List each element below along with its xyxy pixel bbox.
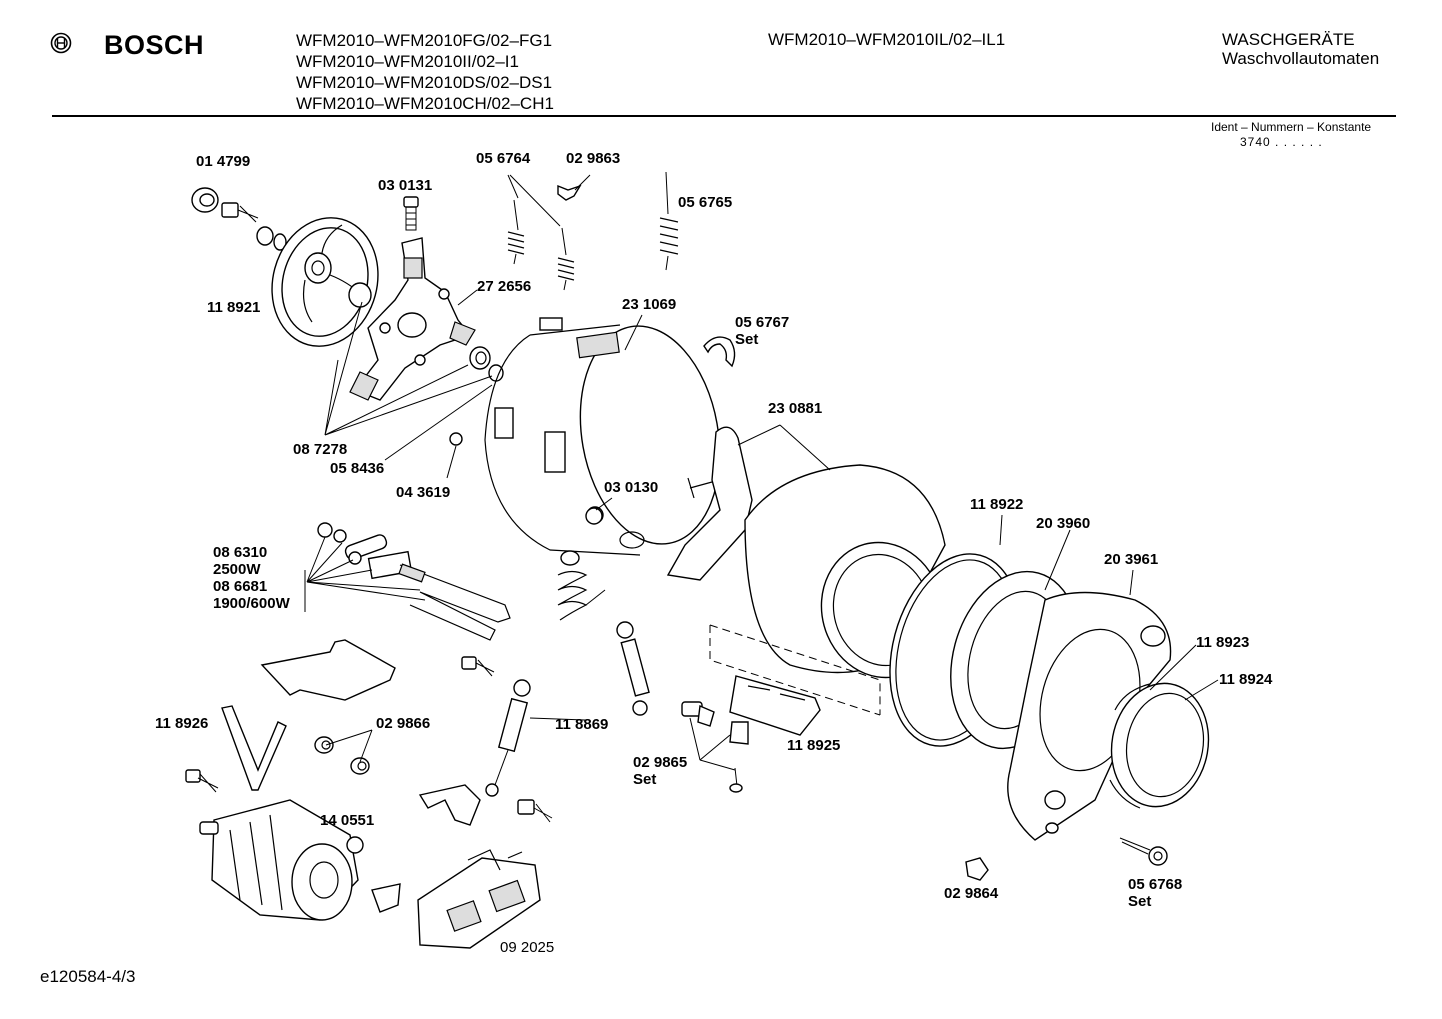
- large-spring-part: [659, 171, 679, 271]
- part-label-118923: 11 8923: [1196, 634, 1249, 651]
- part-label-029864: 02 9864: [944, 885, 999, 902]
- bearing-bracket-part: [349, 237, 476, 401]
- motor-angle-bracket-part: [418, 784, 481, 826]
- part-label-118869: 11 8869: [555, 716, 608, 733]
- pulley-screw-part: [221, 202, 287, 251]
- clamp-part: [703, 336, 736, 368]
- model-line: WFM2010–WFM2010II/02–I1: [296, 52, 519, 71]
- part-label-056765: 05 6765: [678, 194, 732, 211]
- part-label-231069: 23 1069: [622, 296, 676, 313]
- part-label-030130: 03 0130: [604, 479, 658, 496]
- part-label-030131: 03 0131: [378, 177, 432, 194]
- bracket-screw-part: [461, 656, 495, 677]
- category-title: WASCHGERÄTE: [1222, 30, 1355, 49]
- ident-label: Ident – Nummern – Konstante: [1211, 120, 1372, 134]
- part-label-056767: 05 6767: [735, 314, 789, 331]
- motor-part: [199, 799, 364, 921]
- part-label-118921: 11 8921: [207, 299, 260, 316]
- nut-part: [449, 432, 463, 446]
- part-label-118924: 11 8924: [1219, 671, 1273, 688]
- category-subtitle: Waschvollautomaten: [1222, 49, 1380, 68]
- part-label-086310: 08 6310: [213, 544, 267, 561]
- bearing-sleeve-part: [191, 187, 219, 213]
- leader-lines: [304, 174, 1219, 771]
- part-label-set-1: Set: [735, 331, 758, 348]
- damper-bush-part: [314, 736, 370, 775]
- shock-absorber-top-part: [616, 621, 650, 716]
- part-label-029863: 02 9863: [566, 150, 620, 167]
- part-label-056764: 05 6764: [476, 150, 531, 167]
- bolt-part: [403, 196, 419, 231]
- part-label-2500w: 2500W: [213, 561, 261, 578]
- pulley-wheel-part: [271, 217, 379, 347]
- heating-element-part: [317, 522, 511, 641]
- part-label-set-2: Set: [633, 771, 656, 788]
- door-collar-part: [1109, 682, 1210, 809]
- part-label-029866: 02 9866: [376, 715, 430, 732]
- model-line: WFM2010–WFM2010DS/02–DS1: [296, 73, 553, 92]
- brand-name: BOSCH: [104, 30, 205, 60]
- part-label-203961: 20 3961: [1104, 551, 1158, 568]
- drain-filter-area: [681, 624, 881, 793]
- shock-absorber-part: [485, 679, 531, 797]
- part-label-118925: 11 8925: [787, 737, 840, 754]
- part-label-set-3: Set: [1128, 893, 1151, 910]
- part-label-272656: 27 2656: [477, 278, 531, 295]
- tub-bearing-part: [469, 346, 504, 382]
- model-line: WFM2010–WFM2010CH/02–CH1: [296, 94, 554, 113]
- tub-screw-part: [1119, 837, 1168, 866]
- ident-value: 3740 . . . . . .: [1240, 135, 1323, 149]
- part-label-058436: 05 8436: [330, 460, 384, 477]
- model-list: WFM2010–WFM2010FG/02–FG1 WFM2010–WFM2010…: [296, 30, 554, 114]
- motor-bracket-plate-part: [260, 639, 396, 701]
- inner-drum-part: [744, 464, 946, 679]
- part-label-230881: 23 0881: [768, 400, 822, 417]
- part-label-092025: 09 2025: [500, 939, 554, 956]
- part-label-043619: 04 3619: [396, 484, 450, 501]
- part-label-118926: 11 8926: [155, 715, 208, 732]
- motor-screw-part: [185, 769, 219, 793]
- tub-spring-part: [507, 199, 575, 291]
- part-label-056768: 05 6768: [1128, 876, 1182, 893]
- part-label-1900w: 1900/600W: [213, 595, 291, 612]
- model-center: WFM2010–WFM2010IL/02–IL1: [768, 30, 1006, 49]
- part-label-086681: 08 6681: [213, 578, 267, 595]
- drive-belt-part: [221, 705, 287, 791]
- part-label-014799: 01 4799: [196, 153, 250, 170]
- corner-clip-part: [371, 883, 401, 913]
- front-tub-part: [1007, 591, 1172, 841]
- part-label-087278: 08 7278: [293, 441, 347, 458]
- retaining-clip-part: [965, 857, 989, 881]
- part-label-118922: 11 8922: [970, 496, 1023, 513]
- outer-tub-part: [484, 317, 721, 556]
- part-label-203960: 20 3960: [1036, 515, 1090, 532]
- sensor-part: [585, 507, 603, 525]
- header-divider: [52, 115, 1396, 117]
- motor-bolt-part: [517, 799, 553, 823]
- spring-clip-part: [557, 184, 582, 201]
- control-module-part: [417, 849, 541, 949]
- model-line: WFM2010–WFM2010FG/02–FG1: [296, 31, 553, 50]
- drum-spider-part: [666, 426, 753, 581]
- part-label-029865: 02 9865: [633, 754, 687, 771]
- part-label-140551: 14 0551: [320, 812, 374, 829]
- document-code: e120584-4/3: [40, 967, 136, 986]
- coil-spring-part: [557, 550, 606, 621]
- category: WASCHGERÄTE Waschvollautomaten: [1222, 30, 1379, 68]
- bosch-logo-icon: [50, 32, 72, 54]
